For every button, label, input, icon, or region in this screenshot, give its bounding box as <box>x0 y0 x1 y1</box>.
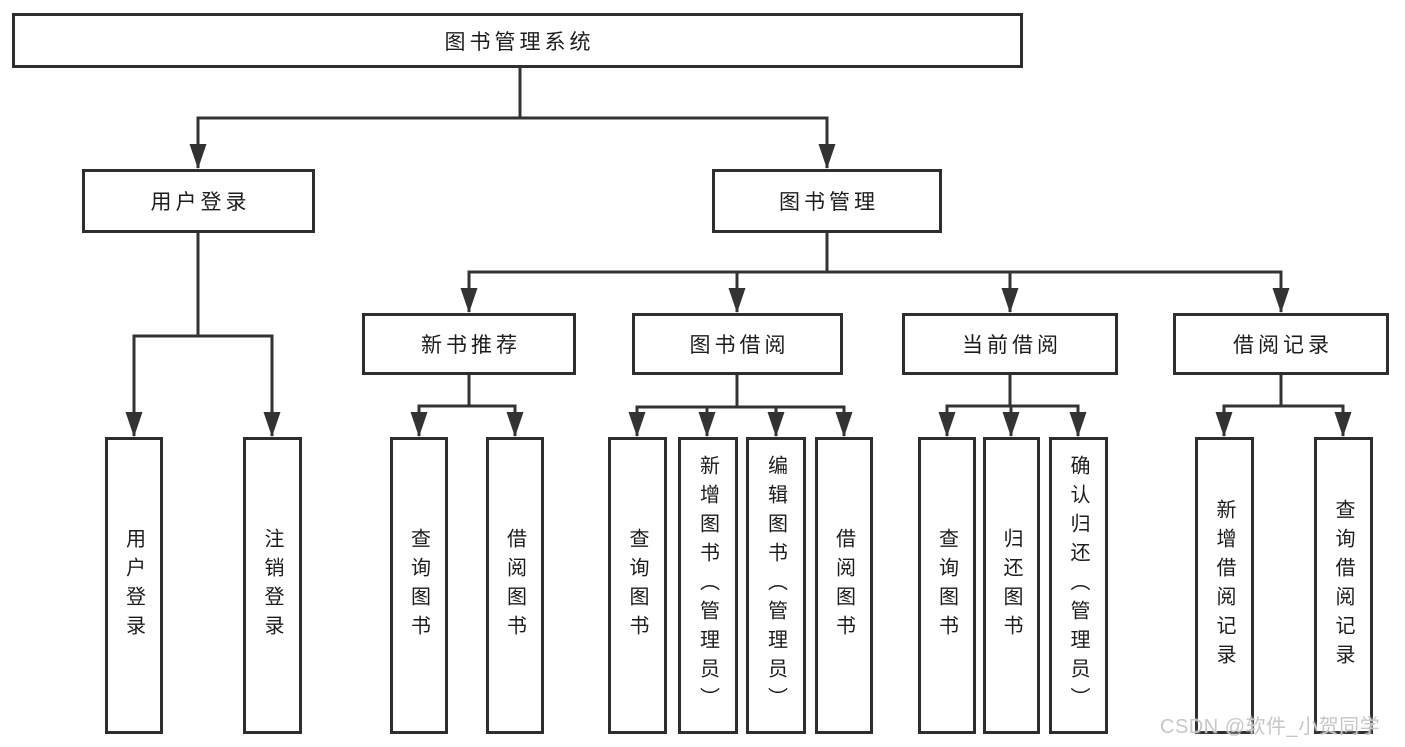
leaf-current-confirm-return-admin: 确认归还（管理员） <box>1049 437 1108 734</box>
leaf-borrow-query-books: 查询图书 <box>608 437 667 734</box>
leaf-records-query-record: 查询借阅记录 <box>1314 437 1373 734</box>
watermark: CSDN @软件_小贺同学 <box>1160 716 1381 738</box>
node-current-borrow: 当前借阅 <box>902 313 1118 375</box>
node-new-book-recommend: 新书推荐 <box>362 313 576 375</box>
leaf-records-add-record: 新增借阅记录 <box>1195 437 1254 734</box>
leaf-logout: 注销登录 <box>243 437 302 734</box>
leaf-recommend-query-books: 查询图书 <box>390 437 448 734</box>
node-book-management: 图书管理 <box>712 169 942 233</box>
node-borrow-records: 借阅记录 <box>1173 313 1389 375</box>
leaf-current-query-books: 查询图书 <box>918 437 976 734</box>
leaf-current-return-books: 归还图书 <box>983 437 1040 734</box>
leaf-borrow-add-books-admin: 新增图书（管理员） <box>678 437 738 734</box>
node-book-borrow: 图书借阅 <box>632 313 843 375</box>
leaf-recommend-borrow-books: 借阅图书 <box>486 437 544 734</box>
leaf-user-login: 用户登录 <box>105 437 163 734</box>
node-user-login: 用户登录 <box>82 169 315 233</box>
leaf-borrow-edit-books-admin: 编辑图书（管理员） <box>746 437 806 734</box>
node-root: 图书管理系统 <box>12 13 1023 68</box>
leaf-borrow-borrow-books: 借阅图书 <box>815 437 873 734</box>
